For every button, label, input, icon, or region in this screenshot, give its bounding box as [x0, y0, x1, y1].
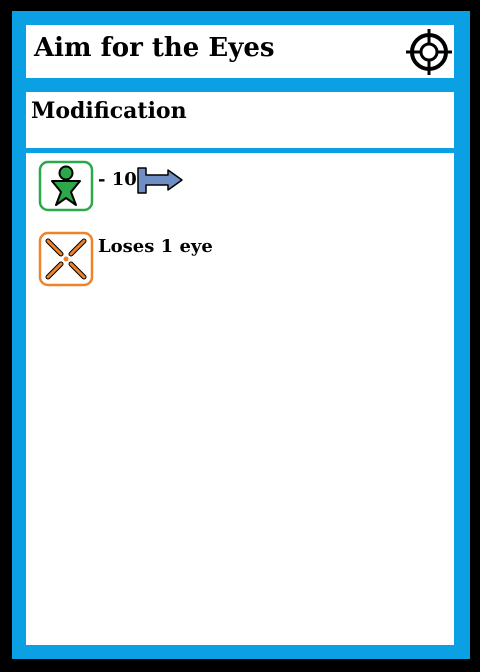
card-title-panel: Aim for the Eyes — [26, 25, 454, 78]
effect-text-move: - 10 — [98, 169, 137, 190]
move-arrow-icon — [137, 167, 183, 194]
card-title: Aim for the Eyes — [34, 33, 275, 63]
crosshair-icon — [406, 29, 452, 75]
card-type-panel: Modification — [26, 92, 454, 148]
orange-eye-x-icon — [38, 231, 94, 287]
game-card[interactable]: Aim for the Eyes Modification - 10 — [12, 11, 470, 659]
card-effects-panel: - 10 Loses 1 eye — [26, 153, 454, 645]
card-type: Modification — [31, 98, 187, 124]
green-figure-icon — [38, 160, 94, 212]
effect-text-lose-eye: Loses 1 eye — [98, 236, 213, 257]
